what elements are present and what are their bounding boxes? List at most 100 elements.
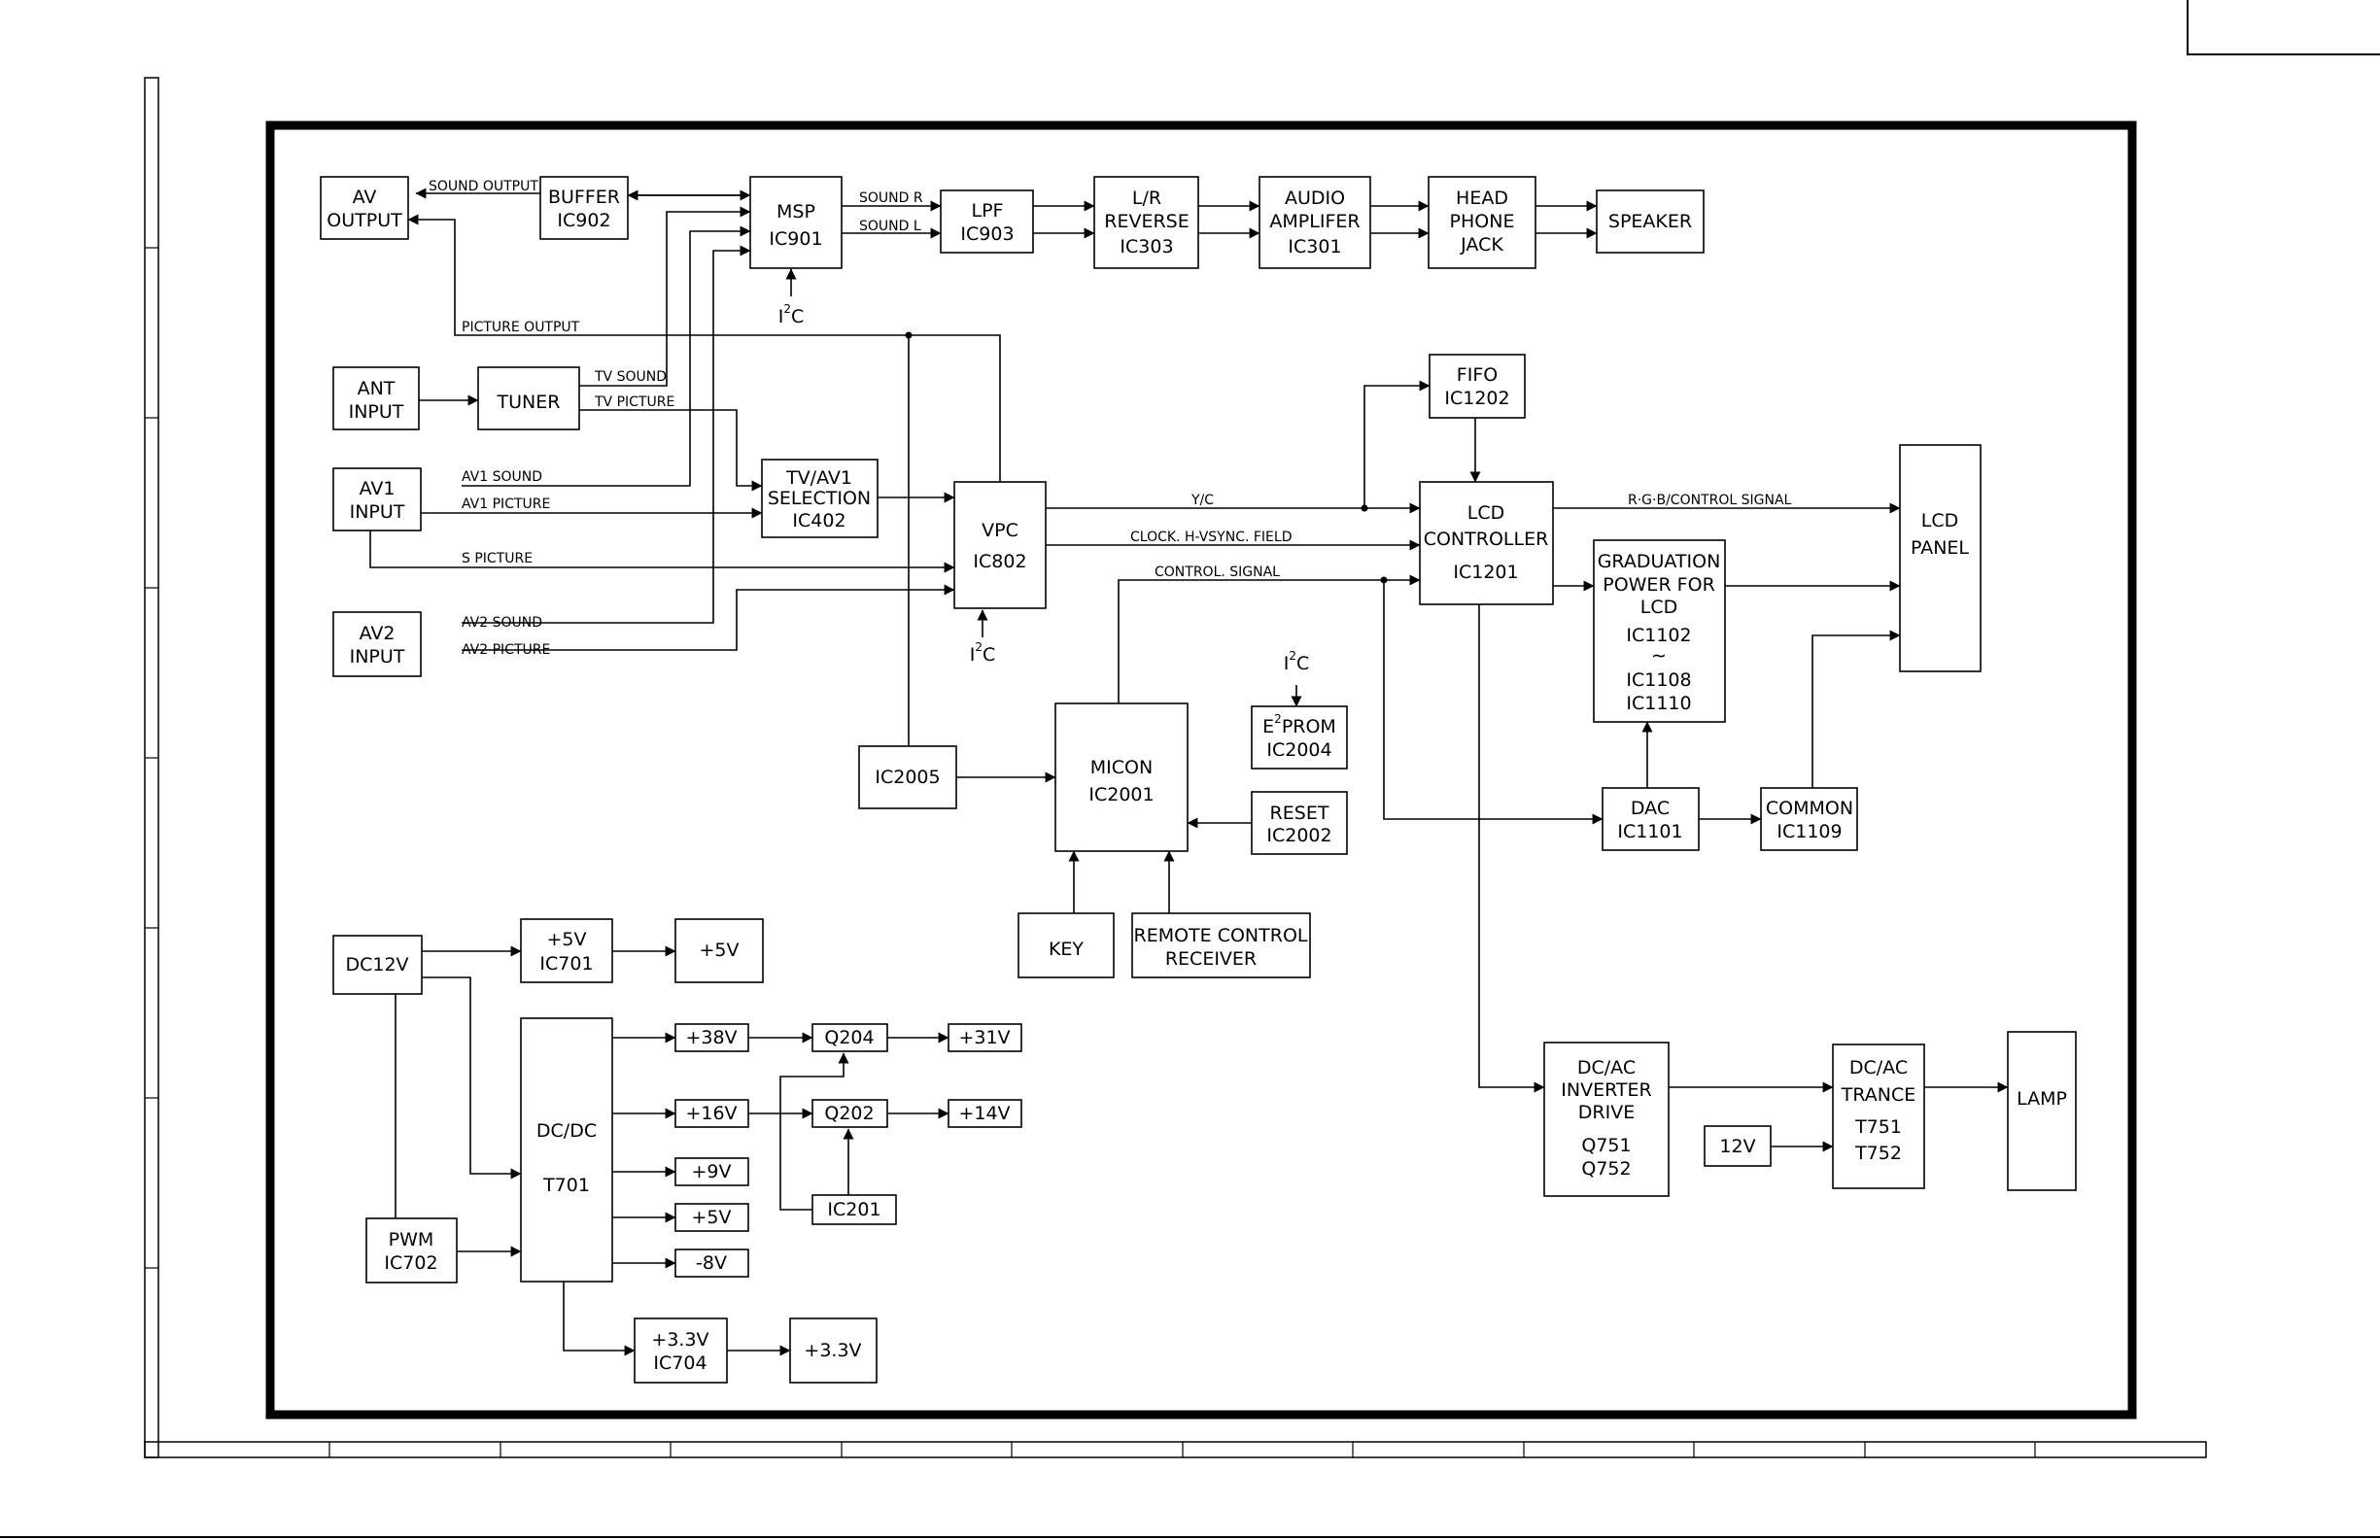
block-v9: +9V — [674, 1157, 749, 1186]
block-ic201: IC201 — [811, 1194, 897, 1225]
svg-text:+3.3V: +3.3V — [804, 1340, 861, 1361]
block-fifo: FIFO IC1202 — [1429, 354, 1526, 419]
block-dcac-trance: DC/AC TRANCE T751 T752 — [1832, 1044, 1925, 1189]
svg-text:IC1202: IC1202 — [1444, 388, 1509, 409]
svg-text:T751: T751 — [1854, 1116, 1902, 1138]
svg-text:IC2002: IC2002 — [1266, 825, 1331, 846]
block-remote-receiver: REMOTE CONTROL RECEIVER — [1131, 912, 1311, 978]
svg-text:T701: T701 — [542, 1175, 590, 1196]
svg-text:KEY: KEY — [1049, 939, 1084, 960]
svg-text:INPUT: INPUT — [350, 501, 405, 523]
block-dc12v: DC12V — [332, 935, 423, 995]
signal-labels: SOUND OUTPUT SOUND R SOUND L PICTURE OUT… — [429, 179, 1792, 658]
svg-text:INPUT: INPUT — [349, 401, 404, 423]
block-lcd-panel: LCD PANEL — [1899, 444, 1982, 672]
svg-text:IC1201: IC1201 — [1453, 562, 1518, 583]
svg-text:REVERSE: REVERSE — [1104, 211, 1189, 232]
block-v14: +14V — [948, 1099, 1022, 1128]
svg-text:INVERTER: INVERTER — [1561, 1079, 1651, 1101]
label-sound-r: SOUND R — [859, 190, 923, 206]
svg-text:IC1108: IC1108 — [1626, 669, 1691, 691]
svg-text:PANEL: PANEL — [1911, 537, 1969, 559]
svg-text:LPF: LPF — [972, 200, 1004, 222]
svg-text:L/R: L/R — [1132, 188, 1161, 209]
svg-text:RECEIVER: RECEIVER — [1165, 948, 1257, 970]
svg-text:TRANCE: TRANCE — [1841, 1084, 1916, 1106]
svg-text:+5V: +5V — [546, 929, 586, 950]
block-lamp: LAMP — [2007, 1031, 2077, 1191]
svg-text:VPC: VPC — [982, 520, 1018, 541]
block-dcdc: DC/DC T701 — [520, 1017, 613, 1283]
block-v38: +38V — [674, 1023, 749, 1052]
svg-text:IC903: IC903 — [960, 223, 1014, 245]
block-lr-reverse: L/R REVERSE IC303 — [1093, 176, 1199, 269]
block-av2-input: AV2 INPUT — [332, 611, 422, 677]
label-av2-picture: AV2 PICTURE — [462, 642, 550, 658]
label-s-picture: S PICTURE — [462, 551, 533, 566]
svg-text:IC2005: IC2005 — [875, 767, 940, 788]
svg-text:IC1110: IC1110 — [1626, 693, 1691, 714]
svg-text:IC1101: IC1101 — [1617, 821, 1682, 842]
svg-text:AV1: AV1 — [360, 478, 396, 499]
svg-text:+5V: +5V — [691, 1207, 731, 1228]
label-tv-picture: TV PICTURE — [594, 394, 674, 410]
block-common: COMMON IC1109 — [1760, 787, 1858, 851]
svg-text:12V: 12V — [1719, 1136, 1755, 1157]
svg-text:DC/AC: DC/AC — [1577, 1057, 1636, 1078]
block-av1-input: AV1 INPUT — [332, 467, 422, 531]
svg-text:SELECTION: SELECTION — [768, 488, 871, 509]
svg-text:INPUT: INPUT — [350, 646, 405, 667]
svg-text:REMOTE CONTROL: REMOTE CONTROL — [1134, 925, 1308, 946]
svg-text:DC12V: DC12V — [345, 954, 408, 975]
svg-text:MSP: MSP — [776, 201, 815, 222]
block-lpf: LPF IC903 — [940, 189, 1034, 254]
label-tv-sound: TV SOUND — [594, 369, 667, 385]
svg-text:+16V: +16V — [685, 1103, 737, 1124]
block-v16: +16V — [674, 1099, 749, 1128]
block-headphone-jack: HEAD PHONE JACK — [1428, 176, 1536, 269]
svg-text:IC702: IC702 — [384, 1252, 437, 1274]
svg-text:BUFFER: BUFFER — [548, 187, 620, 208]
svg-text:Q202: Q202 — [824, 1103, 874, 1124]
svg-text:IC901: IC901 — [769, 228, 822, 250]
svg-text:TV/AV1: TV/AV1 — [785, 467, 852, 489]
block-av-output: AV OUTPUT — [320, 176, 409, 240]
block-key: KEY — [1018, 912, 1115, 978]
block-lcd-controller: LCD CONTROLLER IC1201 — [1419, 481, 1554, 605]
block-vm8: -8V — [674, 1249, 749, 1278]
block-reset: RESET IC2002 — [1251, 791, 1348, 855]
svg-text:IC701: IC701 — [539, 953, 593, 975]
svg-text:+3.3V: +3.3V — [651, 1329, 708, 1351]
label-control-signal: CONTROL. SIGNAL — [1155, 565, 1280, 580]
label-sound-l: SOUND L — [859, 219, 921, 234]
svg-text:POWER FOR: POWER FOR — [1603, 574, 1715, 596]
connections — [369, 188, 2009, 1356]
svg-text:Q751: Q751 — [1581, 1135, 1631, 1156]
label-yc: Y/C — [1190, 493, 1214, 508]
svg-text:+31V: +31V — [958, 1027, 1010, 1048]
block-q204: Q204 — [811, 1023, 888, 1052]
i2c-label-vpc: I2C — [970, 640, 996, 666]
svg-text:IC802: IC802 — [973, 551, 1026, 572]
block-msp: MSP IC901 — [749, 176, 843, 269]
svg-text:TUNER: TUNER — [497, 392, 561, 413]
svg-text:FIFO: FIFO — [1457, 364, 1498, 386]
svg-text:Q752: Q752 — [1581, 1158, 1631, 1180]
svg-text:+5V: +5V — [699, 940, 739, 961]
block-tv-av1-selection: TV/AV1 SELECTION IC402 — [761, 459, 879, 538]
svg-text:IC704: IC704 — [653, 1352, 707, 1374]
svg-text:DRIVE: DRIVE — [1578, 1102, 1635, 1123]
svg-text:DC/DC: DC/DC — [536, 1120, 597, 1142]
svg-text:IC201: IC201 — [827, 1199, 880, 1220]
block-buffer: BUFFER IC902 — [539, 176, 629, 240]
block-pwm: PWM IC702 — [365, 1217, 458, 1283]
label-picture-output: PICTURE OUTPUT — [462, 320, 580, 335]
svg-text:LCD: LCD — [1921, 510, 1958, 531]
block-dac: DAC IC1101 — [1602, 787, 1700, 851]
svg-text:IC1102: IC1102 — [1626, 625, 1691, 646]
block-speaker: SPEAKER — [1596, 189, 1705, 254]
svg-text:RESET: RESET — [1270, 803, 1329, 824]
svg-text:IC1109: IC1109 — [1776, 821, 1842, 842]
